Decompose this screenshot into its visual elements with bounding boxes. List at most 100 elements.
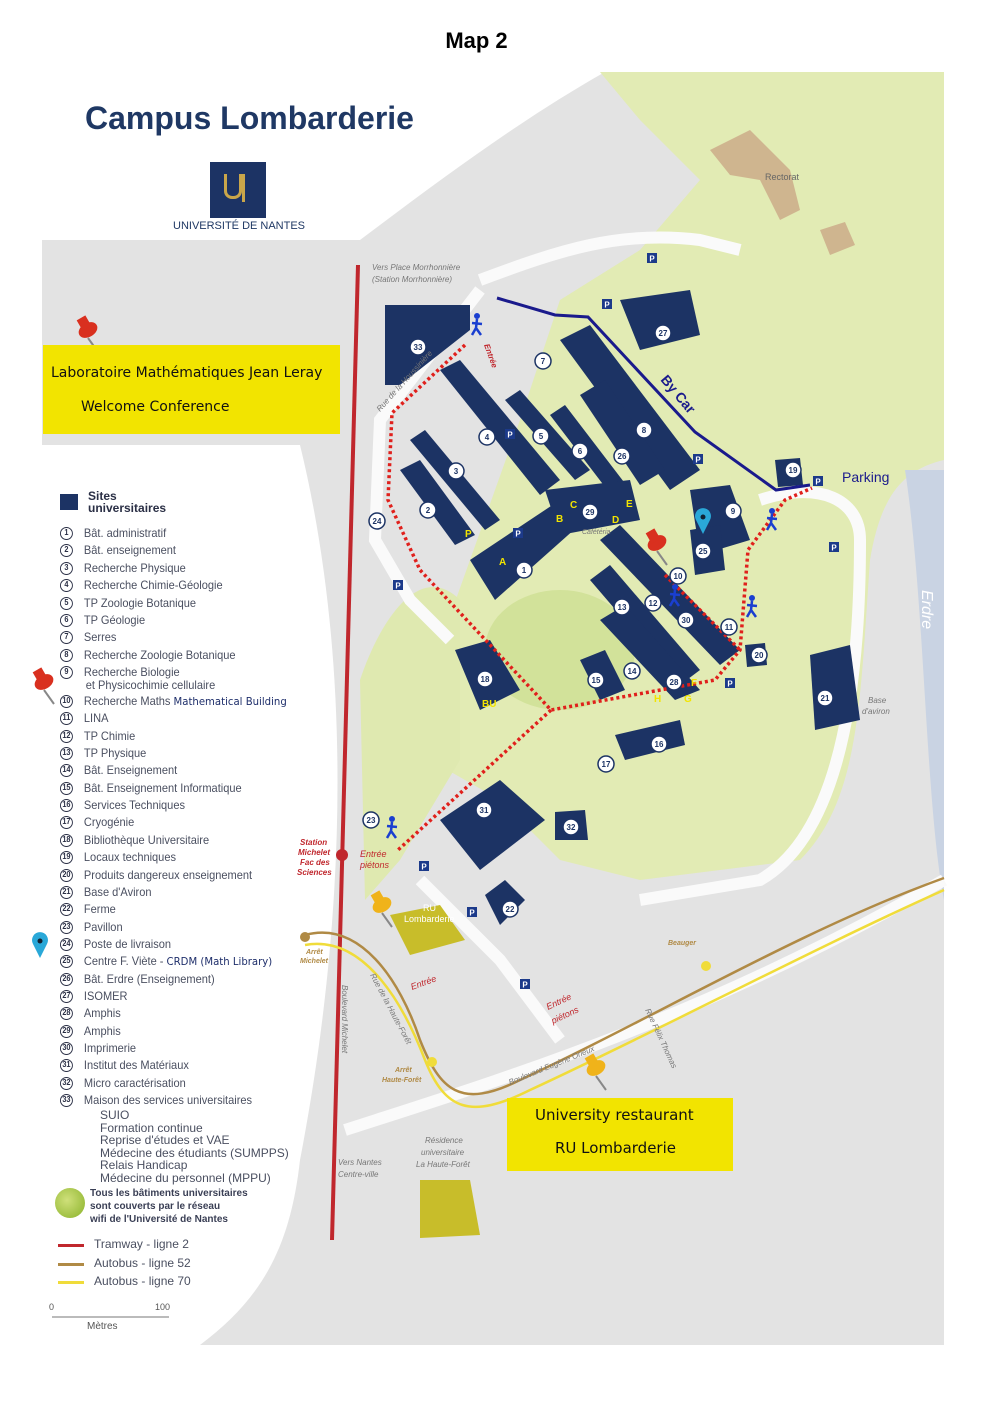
bus-stop-beauger[interactable] [701,961,711,971]
building-6 [550,405,630,500]
building-marker[interactable]: 9 [724,502,742,520]
building-marker[interactable]: 33 [409,338,427,356]
building-marker[interactable]: 24 [368,512,386,530]
rectorat-building [710,130,800,220]
building-marker[interactable]: 10 [669,567,687,585]
marker-circle [635,421,653,439]
legend-label: Imprimerie [83,1041,137,1055]
building-marker[interactable]: 21 [816,689,834,707]
building-marker[interactable]: 18 [476,670,494,688]
building-marker[interactable]: 14 [623,662,641,680]
building-marker[interactable]: 16 [650,735,668,753]
parking-icon [419,861,429,871]
parking-icon [725,678,735,688]
vers-nantes-label-2: Centre-ville [338,1170,379,1179]
marker-number: 14 [628,667,637,676]
building-marker[interactable]: 32 [562,818,580,836]
building-2 [400,460,475,545]
vers-morrhonniere-label: Vers Place Morrhonnière [372,263,461,272]
university-logo [210,162,266,218]
building-letter: G [684,694,692,705]
building-marker[interactable]: 5 [532,427,550,445]
building-31 [440,780,545,870]
page-title: Map 2 [445,28,508,53]
university-name: UNIVERSITÉ DE NANTES [173,220,306,232]
building-marker[interactable]: 31 [475,801,493,819]
ru-label-2: Lombarderie [404,914,455,924]
building-marker[interactable]: 6 [571,442,589,460]
building-marker[interactable]: 17 [597,755,615,773]
line-label: Tramway - ligne 2 [94,1237,189,1251]
marker-number: 15 [592,676,601,685]
legend-number: 9 [60,666,73,680]
station-michelet-label-3: Fac des [300,858,330,867]
legend-label: Recherche Maths [83,694,171,708]
marker-circle [501,900,519,918]
building-marker[interactable]: 1 [515,561,533,579]
legend-number: 8 [60,648,73,662]
parking-sign: P [520,979,530,990]
building-marker[interactable]: 25 [694,542,712,560]
building-marker[interactable]: 29 [581,503,599,521]
car-route [496,296,811,492]
marker-number: 24 [373,517,382,526]
marker-circle [677,611,695,629]
building-marker[interactable]: 26 [613,447,631,465]
building-marker[interactable]: 20 [750,646,768,664]
marker-circle [362,811,380,829]
pushpin-icon [645,528,668,566]
marker-circle [623,662,641,680]
building-marker[interactable]: 4 [478,428,496,446]
building-marker[interactable]: 7 [534,352,552,370]
marker-circle [532,427,550,445]
parking-icon [505,429,515,439]
bus-stop-michelet[interactable] [300,932,310,942]
marker-number: 3 [454,467,459,476]
building-21 [810,645,860,730]
building-marker[interactable]: 2 [419,501,437,519]
legend-number: 7 [60,631,73,645]
marker-circle [724,502,742,520]
marker-number: 11 [725,623,734,632]
arret-haute-foret-label: Arrêt [394,1067,412,1074]
marker-number: 12 [649,599,658,608]
legend-number: 10 [60,695,73,708]
legend-label: TP Zoologie Botanique [83,595,197,610]
legend-number: 33 [60,1094,73,1108]
building-marker[interactable]: 12 [644,594,662,612]
bus-stop-haute-foret[interactable] [427,1057,437,1067]
building-marker[interactable]: 3 [447,462,465,480]
marker-circle [478,428,496,446]
building-marker[interactable]: 30 [677,611,695,629]
legend-number: 19 [60,851,73,865]
building-marker[interactable]: 8 [635,421,653,439]
building-marker[interactable]: 23 [362,811,380,829]
building-marker[interactable]: 27 [654,324,672,342]
building-marker[interactable]: 22 [501,900,519,918]
pushpin-icon [32,667,55,705]
tram-station-michelet[interactable] [336,849,348,861]
legend-number: 6 [60,614,73,627]
building-marker[interactable]: 28 [665,673,683,691]
building-marker[interactable]: 13 [613,598,631,616]
legend-number: 28 [60,1007,73,1021]
legend-area [42,445,338,1345]
arret-haute-foret-label-2: Haute-Forêt [382,1077,422,1084]
station-michelet-label-4: Sciences [297,868,332,877]
green-area-west [360,587,460,900]
building-marker[interactable]: 19 [784,461,802,479]
legend-number: 22 [60,903,73,917]
building-marker[interactable]: 11 [720,618,738,636]
building-marker[interactable]: 15 [587,671,605,689]
